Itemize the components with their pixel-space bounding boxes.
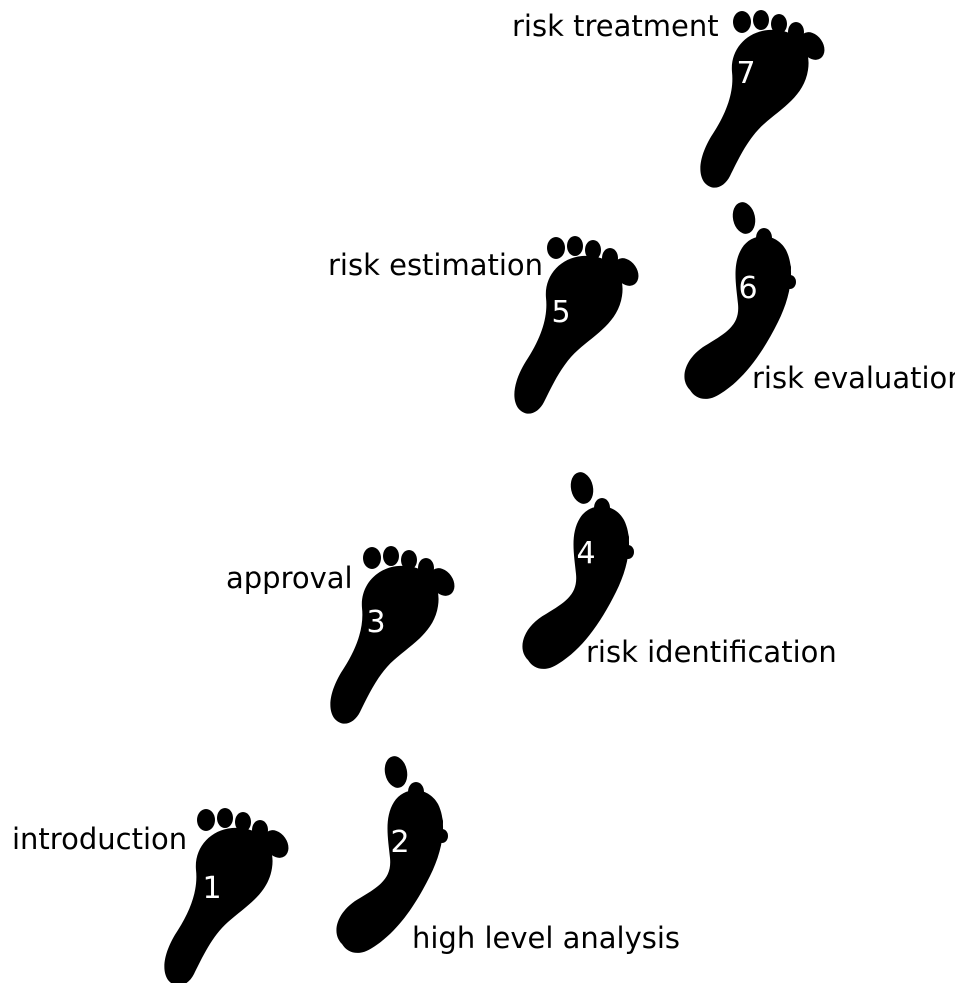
- step-label: risk evaluation: [752, 361, 955, 395]
- step-label: introduction: [12, 822, 187, 856]
- step-number: 2: [390, 825, 409, 860]
- step-number: 5: [551, 295, 570, 330]
- step-number: 7: [736, 56, 755, 91]
- footprint-left-icon: [700, 10, 830, 188]
- step-label: high level analysis: [412, 921, 680, 955]
- step-7: 7 risk treatment: [512, 9, 830, 188]
- step-number: 4: [576, 536, 595, 571]
- step-1: 1 introduction: [12, 808, 294, 983]
- step-number: 3: [366, 605, 385, 640]
- step-number: 1: [202, 871, 221, 906]
- step-6: 6 risk evaluation: [684, 200, 955, 399]
- step-label: risk estimation: [328, 248, 543, 282]
- step-3: 3 approval: [226, 546, 460, 724]
- step-5: 5 risk estimation: [328, 236, 644, 414]
- step-label: risk identification: [586, 635, 837, 669]
- step-number: 6: [738, 271, 757, 306]
- step-label: risk treatment: [512, 9, 719, 43]
- step-2: 2 high level analysis: [336, 754, 680, 955]
- step-label: approval: [226, 561, 353, 595]
- step-4: 4 risk identification: [522, 470, 837, 669]
